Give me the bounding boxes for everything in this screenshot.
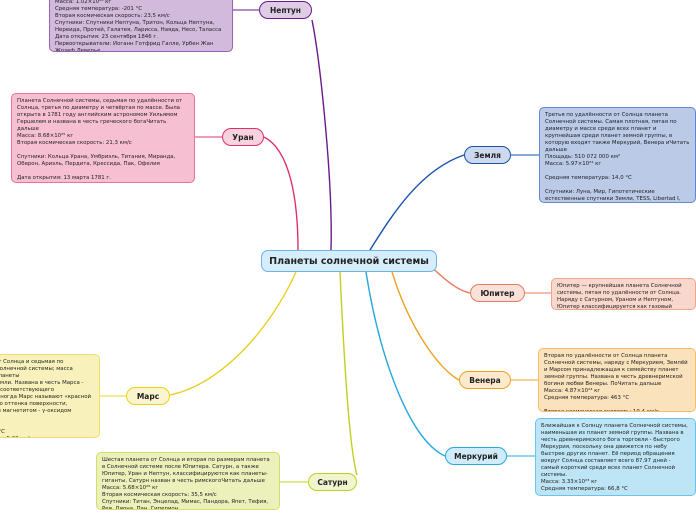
note-uranus-text: Планета Солнечной системы, седьмая по уд… bbox=[17, 98, 183, 181]
topic-jupiter[interactable]: Юпитер bbox=[470, 284, 525, 302]
topic-venus[interactable]: Венера bbox=[459, 371, 511, 389]
note-venus-text: Вторая по удалённости от Солнца планета … bbox=[544, 353, 688, 412]
topic-uranus[interactable]: Уран bbox=[222, 128, 264, 146]
link-earth bbox=[369, 154, 465, 251]
note-saturn-text: Шестая планета от Солнца и вторая по раз… bbox=[102, 457, 270, 510]
topic-mars[interactable]: Марс bbox=[126, 387, 170, 405]
topic-mercury[interactable]: Меркурий bbox=[445, 447, 507, 465]
link-mercury bbox=[365, 271, 446, 457]
note-saturn[interactable]: Шестая планета от Солнца и вторая по раз… bbox=[96, 452, 280, 510]
link-uranus bbox=[263, 136, 299, 251]
note-venus[interactable]: Вторая по удалённости от Солнца планета … bbox=[538, 348, 696, 412]
note-jupiter-text: Юпитер — крупнейшая планета Солнечной си… bbox=[557, 283, 682, 310]
link-neptune bbox=[311, 19, 332, 251]
note-mars-text: от Солнца и седьмая по солнечной системы… bbox=[0, 359, 92, 437]
link-mars bbox=[169, 271, 297, 396]
note-jupiter[interactable]: Юпитер — крупнейшая планета Солнечной си… bbox=[551, 278, 696, 310]
topic-neptune[interactable]: Нептун bbox=[259, 1, 312, 19]
note-neptune[interactable]: Масса: 1.02×10²⁶ кг Средняя температура:… bbox=[49, 0, 233, 52]
note-mercury-text: Ближайшая к Солнцу планета Солнечной сис… bbox=[541, 423, 688, 492]
topic-saturn[interactable]: Сатурн bbox=[308, 473, 357, 491]
link-venus bbox=[391, 271, 460, 381]
note-earth-text: Третья по удалённости от Солнца планета … bbox=[545, 112, 690, 202]
link-saturn bbox=[339, 271, 358, 476]
note-mars[interactable]: от Солнца и седьмая по солнечной системы… bbox=[0, 354, 100, 438]
note-earth[interactable]: Третья по удалённости от Солнца планета … bbox=[539, 107, 696, 203]
topic-earth[interactable]: Земля bbox=[464, 146, 511, 164]
note-uranus[interactable]: Планета Солнечной системы, седьмая по уд… bbox=[11, 93, 195, 183]
central-topic[interactable]: Планеты солнечной системы bbox=[261, 250, 437, 272]
note-mercury[interactable]: Ближайшая к Солнцу планета Солнечной сис… bbox=[535, 418, 696, 496]
note-neptune-text: Масса: 1.02×10²⁶ кг Средняя температура:… bbox=[55, 0, 222, 52]
